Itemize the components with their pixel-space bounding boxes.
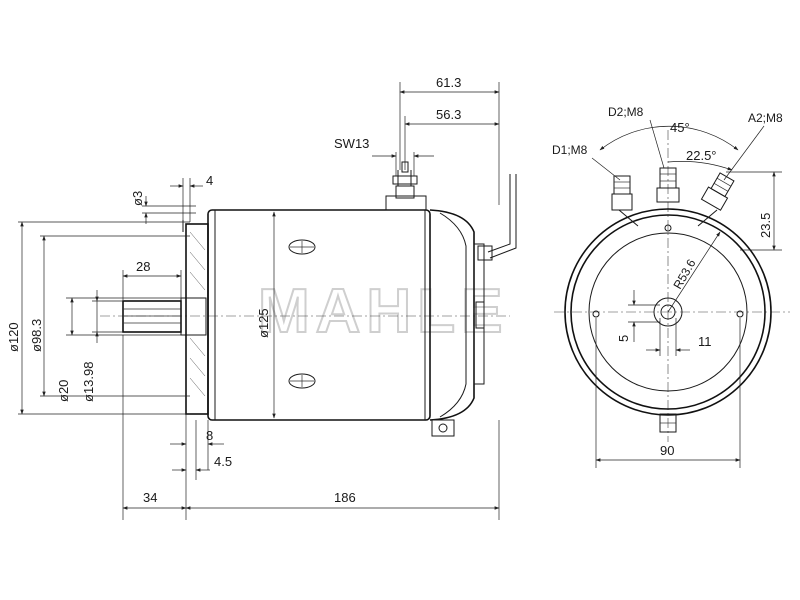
shaft-offset-dimensions: 5 11: [616, 290, 712, 356]
diameter-dimensions: ø120 ø98.3 ø20 ø13.98: [6, 221, 190, 415]
side-terminal: [385, 161, 427, 211]
lower-fixing-screw: [288, 373, 316, 389]
dim-d13-98: ø13.98: [81, 362, 96, 402]
dim-d20: ø20: [56, 380, 71, 402]
dim-sw13: SW13: [334, 136, 369, 151]
end-bearing-outer: [653, 297, 683, 327]
end-cover-circle: [588, 232, 748, 392]
end-view: 45° 22.5° R53.6 D1;M8 D2;M8 A2;M8 23.5: [552, 105, 790, 468]
dim-w8: 8: [206, 428, 213, 443]
dim-h23-5: 23.5: [758, 213, 773, 238]
dim-ang22-5: 22.5°: [686, 148, 717, 163]
label-d2-m8: D2;M8: [608, 105, 644, 119]
left-screw-hole: [592, 310, 600, 318]
label-a2-m8: A2;M8: [748, 111, 783, 125]
body-diameter-dimension: ø125: [256, 211, 276, 419]
end-outer-circle: [564, 208, 772, 416]
dim-r53-6: R53.6: [670, 256, 698, 291]
terminal-height-dimension: 23.5: [726, 171, 782, 251]
terminal-d2: [656, 167, 680, 203]
dim-d3: ø3: [130, 191, 145, 206]
dim-w4-5: 4.5: [214, 454, 232, 469]
end-mounting-foot: [659, 413, 677, 433]
dim-h5: 5: [616, 335, 631, 342]
dim-w4: 4: [206, 173, 213, 188]
terminal-a2: [700, 172, 735, 211]
top-screw-hole: [664, 224, 672, 232]
dim-w90: 90: [660, 443, 674, 458]
right-screw-hole: [736, 310, 744, 318]
terminal-labels: D1;M8 D2;M8 A2;M8: [552, 105, 783, 181]
terminal-dimensions: SW13 61.3 56.3: [334, 75, 500, 205]
front-end-plate: [182, 220, 209, 415]
dim-w56-3: 56.3: [436, 107, 461, 122]
dim-w61-3: 61.3: [436, 75, 461, 90]
mounting-width-dimension: 90: [595, 318, 741, 468]
cable-bracket: [477, 174, 517, 261]
dim-d120: ø120: [6, 322, 21, 352]
dim-w11: 11: [698, 334, 712, 349]
bottom-dimensions: 8 4.5 34 186: [122, 335, 500, 520]
dim-d98-3: ø98.3: [29, 319, 44, 352]
dim-w34: 34: [143, 490, 157, 505]
terminal-d1: [611, 175, 633, 211]
terminal-angle-dimensions: 45° 22.5° R53.6: [599, 120, 739, 313]
dim-ang45: 45°: [670, 120, 690, 135]
side-view: ø120 ø98.3 ø20 ø13.98 ø3: [6, 75, 517, 520]
watermark-text: MAHLE: [258, 277, 508, 346]
dim-w186: 186: [334, 490, 356, 505]
top-small-dimensions: ø3 4 28: [122, 173, 213, 300]
motor-shaft: [122, 297, 207, 336]
label-d1-m8: D1;M8: [552, 143, 588, 157]
end-bearing-inner: [660, 304, 676, 320]
dim-d125: ø125: [256, 308, 271, 338]
mounting-foot: [431, 419, 455, 437]
dim-w28: 28: [136, 259, 150, 274]
upper-fixing-screw: [288, 239, 316, 255]
motor-body: [207, 209, 485, 421]
end-inner-circle: [570, 214, 766, 410]
